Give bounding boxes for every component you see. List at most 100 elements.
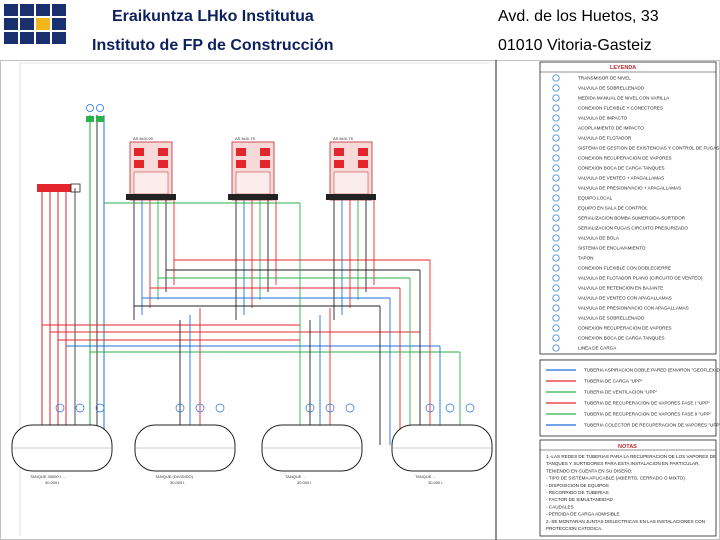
dispenser-2-label: AS 8x3/-75 <box>235 136 256 141</box>
legend-symbol-icon <box>552 164 560 172</box>
pipe-legend-label: TUBERIA DE RECUPERACION DE VAPORES FASE … <box>584 412 712 417</box>
legend-symbol-icon <box>552 344 560 352</box>
note-line: TENIENDO EN CUENTA EN SU DISEÑO: <box>546 467 632 473</box>
pipe-legend-label: TUBERIA COLECTOR DE RECUPERACION DE VAPO… <box>584 423 720 428</box>
dispenser-3: AS 8x3/-75 <box>326 136 376 201</box>
institute-name-spanish: Instituto de FP de Construcción <box>92 37 334 54</box>
legend-symbol-icon <box>552 154 560 162</box>
tank-1-capacity: 30.000 l. <box>45 480 60 485</box>
note-line: - PERDIDA DE CARGA ADMISIBLE <box>546 512 620 517</box>
note-line: - DISPOSICION DE EQUIPOS <box>546 483 609 488</box>
legend-symbol-icon <box>552 274 560 282</box>
address-city: 01010 Vitoria-Gasteiz <box>498 37 652 54</box>
legend-item: CONEXION RECUPERACION DE VAPORES <box>578 156 672 161</box>
legend-item: SERIALIZACION BOMBA SUMERGIDA-SURTIDOR <box>578 216 686 221</box>
legend-items: TRANSMISOR DE NIVEL VALVULA DE SOBRELLENA… <box>552 74 719 352</box>
legend-symbol-icon <box>552 284 560 292</box>
tank-4-label: TANQUE ... <box>415 474 436 479</box>
legend-symbol-icon <box>552 184 560 192</box>
legend-symbol-icon <box>552 74 560 82</box>
legend-symbol-icon <box>552 204 560 212</box>
legend-item: TRANSMISOR DE NIVEL <box>578 76 631 81</box>
vent-head-valves <box>37 104 104 193</box>
legend-item: CONEXION BOCA DE CARGA TANQUES <box>578 166 665 171</box>
tank-4: TANQUE ... 30.000 l. <box>391 424 493 485</box>
legend-symbol-icon <box>552 114 560 122</box>
legend-symbol-icon <box>552 304 560 312</box>
horizontal-trunk-lines <box>42 202 460 353</box>
legend-symbol-icon <box>552 94 560 102</box>
dispenser-3-label: AS 8x3/-75 <box>333 136 354 141</box>
notes-box <box>539 439 717 537</box>
institute-logo <box>4 4 68 56</box>
legend-item: VALVULA DE VENTEO CON APAGALLAMAS <box>578 296 672 301</box>
legend-item: VALVULA DE SOBRELLENADO <box>578 316 645 321</box>
legend-item: CONEXION FLEXIBLE CON DOBLECIERRE <box>578 266 671 271</box>
legend-symbol-icon <box>552 104 560 112</box>
legend-item: LINEA DE CARGA <box>578 346 617 351</box>
legend-item: VALVULA DE IMPACTO <box>578 116 628 121</box>
drawing-sheet: AS 8x3/-90 AS 8x3/-75 AS 8x3/-75 <box>0 60 720 540</box>
legend-item: SISTEMA DE ENCLAVAMIENTO <box>578 246 646 251</box>
tank-1: TANQUE 30000 l. ... 30.000 l. <box>11 424 113 485</box>
legend-symbol-icon <box>552 244 560 252</box>
pipe-legend-label: TUBERIA ASPIRACION DOBLE PARED (ENVIRON … <box>584 368 720 373</box>
legend-symbol-icon <box>552 84 560 92</box>
legend-symbol-icon <box>552 134 560 142</box>
pipe-legend-box <box>539 359 717 437</box>
tank-3-label: TANQUE ... <box>285 474 306 479</box>
legend-title: LEYENDA <box>610 65 636 71</box>
notes-lines: 1.-LAS REDES DE TUBERIAS PARA LA RECUPER… <box>546 454 716 531</box>
institute-name-basque: Eraikuntza LHko Institutua <box>112 8 314 25</box>
tank-3-capacity: 30.000 l. <box>297 480 312 485</box>
note-line: - CAUDALES <box>546 504 574 509</box>
note-line: - TIPO DE SISTEMA APLICABLE (ABIERTO, CE… <box>546 476 685 481</box>
legend-item: EQUIPO LOCAL <box>578 196 613 201</box>
legend-symbol-icon <box>552 214 560 222</box>
legend-item: TAPON <box>578 256 593 261</box>
legend-item: VALVULA DE BOLA <box>578 236 620 241</box>
legend-box <box>539 61 717 355</box>
legend-symbol-icon <box>552 254 560 262</box>
pipe-legend-label: TUBERIA DE CARGA "UPP" <box>584 379 643 384</box>
legend-symbol-icon <box>552 144 560 152</box>
tank-fittings <box>55 403 475 413</box>
legend-symbol-icon <box>552 194 560 202</box>
legend-symbol-icon <box>552 224 560 232</box>
legend-item: ACOPLAMIENTO DE IMPACTO <box>578 126 644 131</box>
legend-item: VALVULA DE SOBRELLENADO <box>578 86 645 91</box>
dispenser-1: AS 8x3/-90 <box>126 136 176 201</box>
note-line: PROTECCION CATODICA. <box>546 526 603 531</box>
note-line: 1.-LAS REDES DE TUBERIAS PARA LA RECUPER… <box>546 454 716 459</box>
tank-2-capacity: 30.000 l. <box>170 480 185 485</box>
dispenser-1-label: AS 8x3/-90 <box>133 136 154 141</box>
legend-symbol-icon <box>552 314 560 322</box>
legend-symbol-icon <box>552 234 560 242</box>
legend-symbol-icon <box>552 334 560 342</box>
legend-item: EQUIPO EN SALA DE CONTROL <box>578 206 648 211</box>
legend-item: SERIALIZACION FUGAS CIRCUITO PRESURIZADO <box>578 226 688 231</box>
header-bar: Eraikuntza LHko Institutua Instituto de … <box>0 0 720 60</box>
note-line: - RECORRIDO DE TUBERIAS <box>546 490 609 495</box>
legend-symbol-icon <box>552 124 560 132</box>
address-street: Avd. de los Huetos, 33 <box>498 8 659 25</box>
dispenser-2: AS 8x3/-75 <box>228 136 278 201</box>
legend-symbol-icon <box>552 294 560 302</box>
legend-item: VALVULA DE PRESION/VACIO CON APAGALLAMAS <box>578 306 689 311</box>
piping-diagram: AS 8x3/-90 AS 8x3/-75 AS 8x3/-75 <box>0 60 720 540</box>
legend-item: CONEXION RECUPERACION DE VAPORES <box>578 326 672 331</box>
legend-item: SISTEMA DE GESTION DE EXISTENCIAS Y CONT… <box>578 146 719 151</box>
legend-item: VALVULA DE VENTEO + APAGALLAMAS <box>578 176 664 181</box>
legend-item: VALVULA DE FLOTADOR PLANO (CIRCUITO DE V… <box>578 276 703 281</box>
pipe-legend-label: TUBERIA DE VENTILACION "UPP" <box>584 390 658 395</box>
legend-symbol-icon <box>552 174 560 182</box>
legend-symbol-icon <box>552 324 560 332</box>
tank-drop-lines <box>179 203 461 445</box>
legend-item: VALVULA DE RETENCION EN BAJANTE <box>578 286 663 291</box>
vent-lines <box>41 115 105 455</box>
legend-item: VALVULA DE FLOTADOR <box>578 136 632 141</box>
legend-item: MEDIDA MANUAL DE NIVEL CON VARILLA <box>578 96 670 101</box>
note-line: TANQUES Y SURTIDORES PARA ESTA INSTALACI… <box>546 461 700 466</box>
legend-symbol-icon <box>552 264 560 272</box>
tank-2-label: TANQUE (DIVIDIDO) <box>155 474 194 479</box>
